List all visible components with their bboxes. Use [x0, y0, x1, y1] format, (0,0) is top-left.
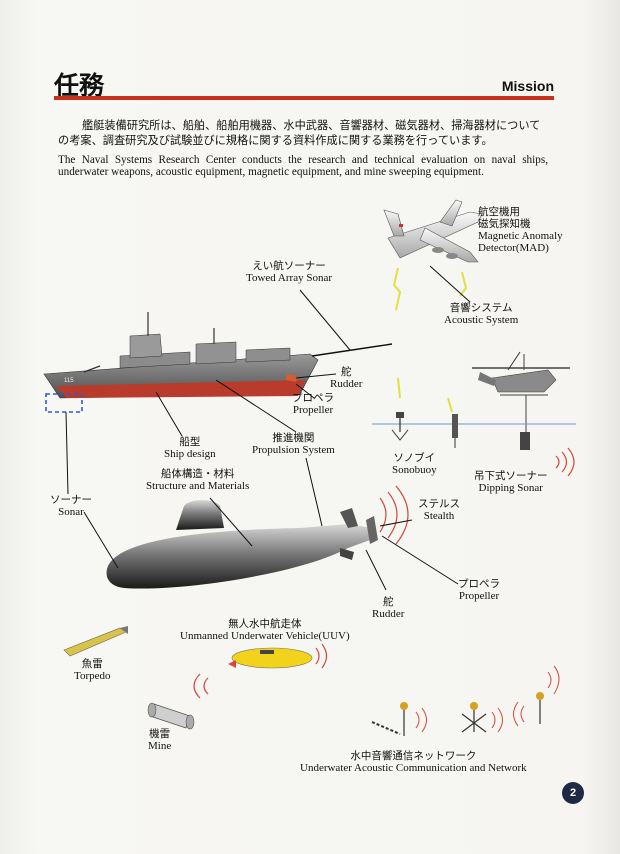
submarine-icon: [106, 500, 378, 589]
label-acoustic: 音響システム Acoustic System: [444, 302, 518, 326]
label-propeller-ship: プロペラ Propeller: [292, 392, 334, 416]
label-ship-design-ja: 船型: [179, 436, 201, 448]
sonobuoy-icon-2: [447, 397, 458, 448]
label-torpedo-en: Torpedo: [74, 670, 111, 682]
label-network-ja: 水中音響通信ネットワーク: [350, 750, 477, 762]
label-mad-ja-1: 航空機用: [478, 206, 520, 218]
label-mine: 機雷 Mine: [148, 728, 171, 752]
label-rudder-sub-ja: 舵: [382, 596, 394, 608]
label-stealth-ja: ステルス: [418, 498, 460, 510]
dipping-sonar-icon: [520, 432, 575, 477]
label-propeller-sub-ja: プロペラ: [458, 578, 500, 590]
label-sonobuoy-en: Sonobuoy: [392, 464, 437, 476]
label-mad: 航空機用 磁気探知機 Magnetic Anomaly Detector(MAD…: [478, 206, 563, 254]
sonobuoy-icon: [391, 377, 409, 441]
label-rudder-ship: 舵 Rudder: [330, 366, 362, 390]
intro-japanese: 艦艇装備研究所は、船舶、船舶用機器、水中武器、音響器材、磁気器材、掃海器材につい…: [58, 119, 541, 147]
label-network: 水中音響通信ネットワーク Underwater Acoustic Communi…: [300, 750, 527, 774]
label-mad-en-2: Detector(MAD): [478, 242, 549, 254]
label-sonobuoy: ソノブイ Sonobuoy: [392, 452, 437, 476]
label-ship-design-en: Ship design: [164, 448, 216, 460]
label-rudder-ship-ja: 舵: [340, 366, 352, 378]
label-sonar-en: Sonar: [58, 506, 84, 518]
mine-icon: [147, 702, 195, 730]
leader-lines: [65, 265, 471, 591]
label-propeller-sub: プロペラ Propeller: [458, 578, 500, 602]
label-stealth: ステルス Stealth: [418, 498, 460, 522]
label-mine-en: Mine: [148, 740, 172, 752]
label-mine-ja: 機雷: [149, 728, 171, 740]
label-torpedo-ja: 魚雷: [81, 658, 103, 670]
destroyer-ship-icon: [43, 312, 319, 399]
stealth-waves: [379, 485, 409, 545]
network-nodes-icon: [371, 665, 560, 736]
patrol-aircraft-icon: [383, 199, 483, 263]
uuv-icon: [193, 643, 328, 699]
label-torpedo: 魚雷 Torpedo: [74, 658, 111, 682]
label-sonar-ja: ソーナー: [50, 494, 92, 506]
page-number: 2: [562, 782, 584, 804]
label-propeller-ship-ja: プロペラ: [292, 392, 334, 404]
label-rudder-sub: 舵 Rudder: [372, 596, 404, 620]
label-uuv: 無人水中航走体 Unmanned Underwater Vehicle(UUV): [180, 618, 350, 642]
page-title: 任務: [54, 71, 105, 100]
towed-array-cable: [311, 343, 393, 357]
label-rudder-ship-en: Rudder: [330, 378, 363, 390]
label-towed-ja: えい航ソーナー: [252, 260, 326, 272]
label-structure-ja: 船体構造・材料: [160, 468, 235, 480]
label-sonar: ソーナー Sonar: [50, 494, 92, 518]
label-propulsion-en: Propulsion System: [252, 444, 335, 456]
label-mad-ja-2: 磁気探知機: [478, 218, 531, 230]
label-structure: 船体構造・材料 Structure and Materials: [146, 468, 249, 492]
label-dipping-en: Dipping Sonar: [478, 482, 543, 494]
mad-signal-line-2: [459, 271, 468, 297]
sonar-highlight-box: [45, 393, 83, 413]
label-uuv-en: Unmanned Underwater Vehicle(UUV): [180, 630, 350, 642]
torpedo-icon: [63, 626, 128, 657]
label-towed-sonar: えい航ソーナー Towed Array Sonar: [246, 260, 332, 284]
label-acoustic-en: Acoustic System: [444, 314, 519, 326]
label-towed-en: Towed Array Sonar: [246, 272, 332, 284]
mad-signal-line: [392, 267, 402, 311]
ship-hull-number: 115: [64, 378, 74, 384]
label-propeller-ship-en: Propeller: [292, 404, 334, 416]
label-propulsion-ja: 推進機関: [272, 432, 315, 444]
label-propeller-sub-en: Propeller: [458, 590, 500, 602]
label-stealth-en: Stealth: [423, 510, 455, 522]
label-uuv-ja: 無人水中航走体: [228, 618, 302, 630]
label-sonobuoy-ja: ソノブイ: [393, 452, 436, 464]
label-dipping-sonar: 吊下式ソーナー Dipping Sonar: [474, 470, 548, 494]
intro-english: The Naval Systems Research Center conduc…: [58, 154, 548, 178]
label-rudder-sub-en: Rudder: [372, 608, 405, 620]
label-acoustic-ja: 音響システム: [449, 302, 513, 314]
label-propulsion: 推進機関 Propulsion System: [252, 432, 335, 456]
label-ship-design: 船型 Ship design: [164, 436, 216, 460]
title-rule: [54, 96, 554, 100]
label-mad-en-1: Magnetic Anomaly: [478, 230, 563, 242]
label-structure-en: Structure and Materials: [146, 480, 250, 492]
helicopter-icon: [472, 351, 570, 396]
label-dipping-ja: 吊下式ソーナー: [474, 470, 548, 482]
label-network-en: Underwater Acoustic Communication and Ne…: [300, 762, 527, 774]
page-title-en: Mission: [501, 78, 554, 94]
